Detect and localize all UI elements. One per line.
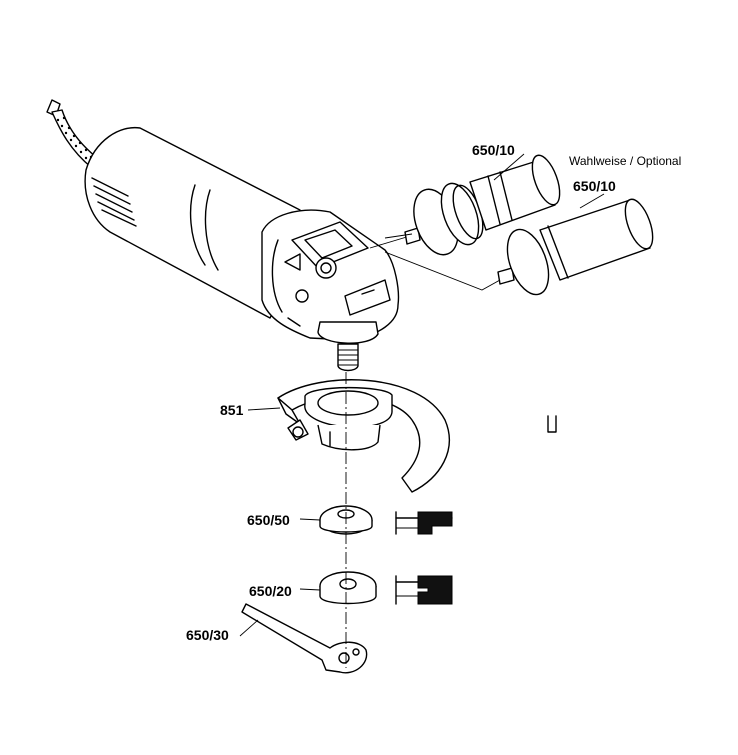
label-side-handle-top: 650/10	[472, 142, 515, 158]
side-handle-top	[404, 154, 561, 256]
nut-profile-symbol	[395, 575, 453, 605]
label-guard: 851	[220, 402, 244, 418]
label-flange: 650/50	[247, 512, 290, 528]
vent-slots	[91, 177, 137, 227]
leader-lines	[239, 153, 605, 637]
spindle	[337, 343, 359, 372]
label-nut: 650/20	[249, 583, 292, 599]
label-side-handle-bottom: 650/10	[573, 178, 616, 194]
side-handle-bottom	[497, 198, 654, 296]
label-optional-note: Wahlweise / Optional	[569, 154, 682, 168]
angle-grinder	[46, 99, 411, 372]
wheel-guard	[277, 379, 557, 493]
flange-profile-symbol	[395, 511, 453, 535]
clamping-nut	[319, 571, 377, 605]
spanner-wrench	[241, 603, 368, 674]
label-spanner: 650/30	[186, 627, 229, 643]
